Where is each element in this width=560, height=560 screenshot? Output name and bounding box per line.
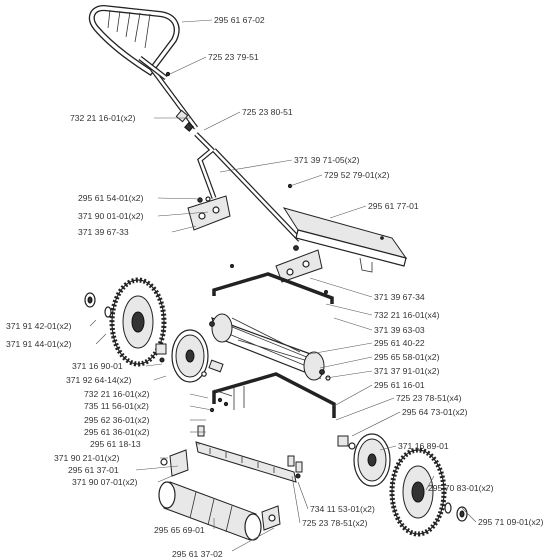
part-label: 295 64 73-01(x2)	[402, 407, 468, 417]
right-drive-gear	[337, 433, 391, 487]
part-label: 295 61 16-01	[374, 380, 425, 390]
right-wheel	[389, 447, 447, 537]
part-label: 295 62 36-01(x2)	[84, 415, 150, 425]
part-label: 371 91 42-01(x2)	[6, 321, 72, 331]
left-hubcap-parts	[84, 292, 112, 318]
part-label: 371 37 91-01(x2)	[374, 366, 440, 376]
part-label: 725 23 78-51(x2)	[302, 518, 368, 528]
rear-roller	[158, 481, 262, 541]
grass-deflector	[282, 207, 408, 273]
part-label: 725 23 78-51(x4)	[396, 393, 462, 403]
part-label: 295 61 18-13	[90, 439, 141, 449]
handle-tube-lower	[194, 132, 302, 242]
part-label: 295 61 37-02	[172, 549, 223, 559]
part-label: 371 92 64-14(x2)	[66, 375, 132, 385]
part-label: 295 61 77-01	[368, 201, 419, 211]
cutting-reel	[209, 313, 331, 381]
reel-bearings	[201, 359, 224, 377]
bed-knife	[195, 425, 303, 483]
part-label: 295 61 67-02	[214, 15, 265, 25]
part-label: 371 90 07-01(x2)	[72, 477, 138, 487]
part-label: 295 61 37-01	[68, 465, 119, 475]
part-label: 371 39 67-33	[78, 227, 129, 237]
part-labels: 295 61 67-02 725 23 79-51 732 21 16-01(x…	[6, 15, 544, 559]
handle-bar	[88, 4, 180, 77]
part-label: 295 65 69-01	[154, 525, 205, 535]
leader-lines	[89, 19, 477, 552]
part-label: 371 39 63-03	[374, 325, 425, 335]
part-label: 295 61 36-01(x2)	[84, 427, 150, 437]
part-label: 732 21 16-01(x2)	[70, 113, 136, 123]
part-label: 371 16 89-01	[398, 441, 449, 451]
part-label: 725 23 79-51	[208, 52, 259, 62]
roller-brackets	[160, 449, 281, 531]
part-label: 371 39 71-05(x2)	[294, 155, 360, 165]
part-label: 732 21 16-01(x2)	[84, 389, 150, 399]
part-label: 295 61 54-01(x2)	[78, 193, 144, 203]
part-label: 295 70 83-01(x2)	[428, 483, 494, 493]
right-hubcap-parts	[444, 502, 468, 522]
part-label: 735 11 56-01(x2)	[84, 401, 149, 411]
part-label: 371 16 90-01	[72, 361, 123, 371]
part-label: 295 65 58-01(x2)	[374, 352, 440, 362]
right-handle-bracket	[275, 245, 323, 283]
part-label: 734 11 53-01(x2)	[310, 504, 375, 514]
part-label: 371 39 67-34	[374, 292, 425, 302]
handle-tube-upper	[138, 56, 199, 132]
left-wheel	[109, 277, 167, 367]
part-label: 729 52 79-01(x2)	[324, 170, 390, 180]
part-label: 371 91 44-01(x2)	[6, 339, 72, 349]
part-label: 725 23 80-51	[242, 107, 293, 117]
left-drive-gear	[155, 329, 209, 383]
part-label: 295 61 40-22	[374, 338, 425, 348]
part-label: 371 90 21-01(x2)	[54, 453, 120, 463]
lower-frame	[209, 372, 336, 418]
part-label: 371 90 01-01(x2)	[78, 211, 144, 221]
upper-frame	[212, 264, 334, 304]
part-label: 295 71 09-01(x2)	[478, 517, 544, 527]
part-label: 732 21 16-01(x4)	[374, 310, 440, 320]
